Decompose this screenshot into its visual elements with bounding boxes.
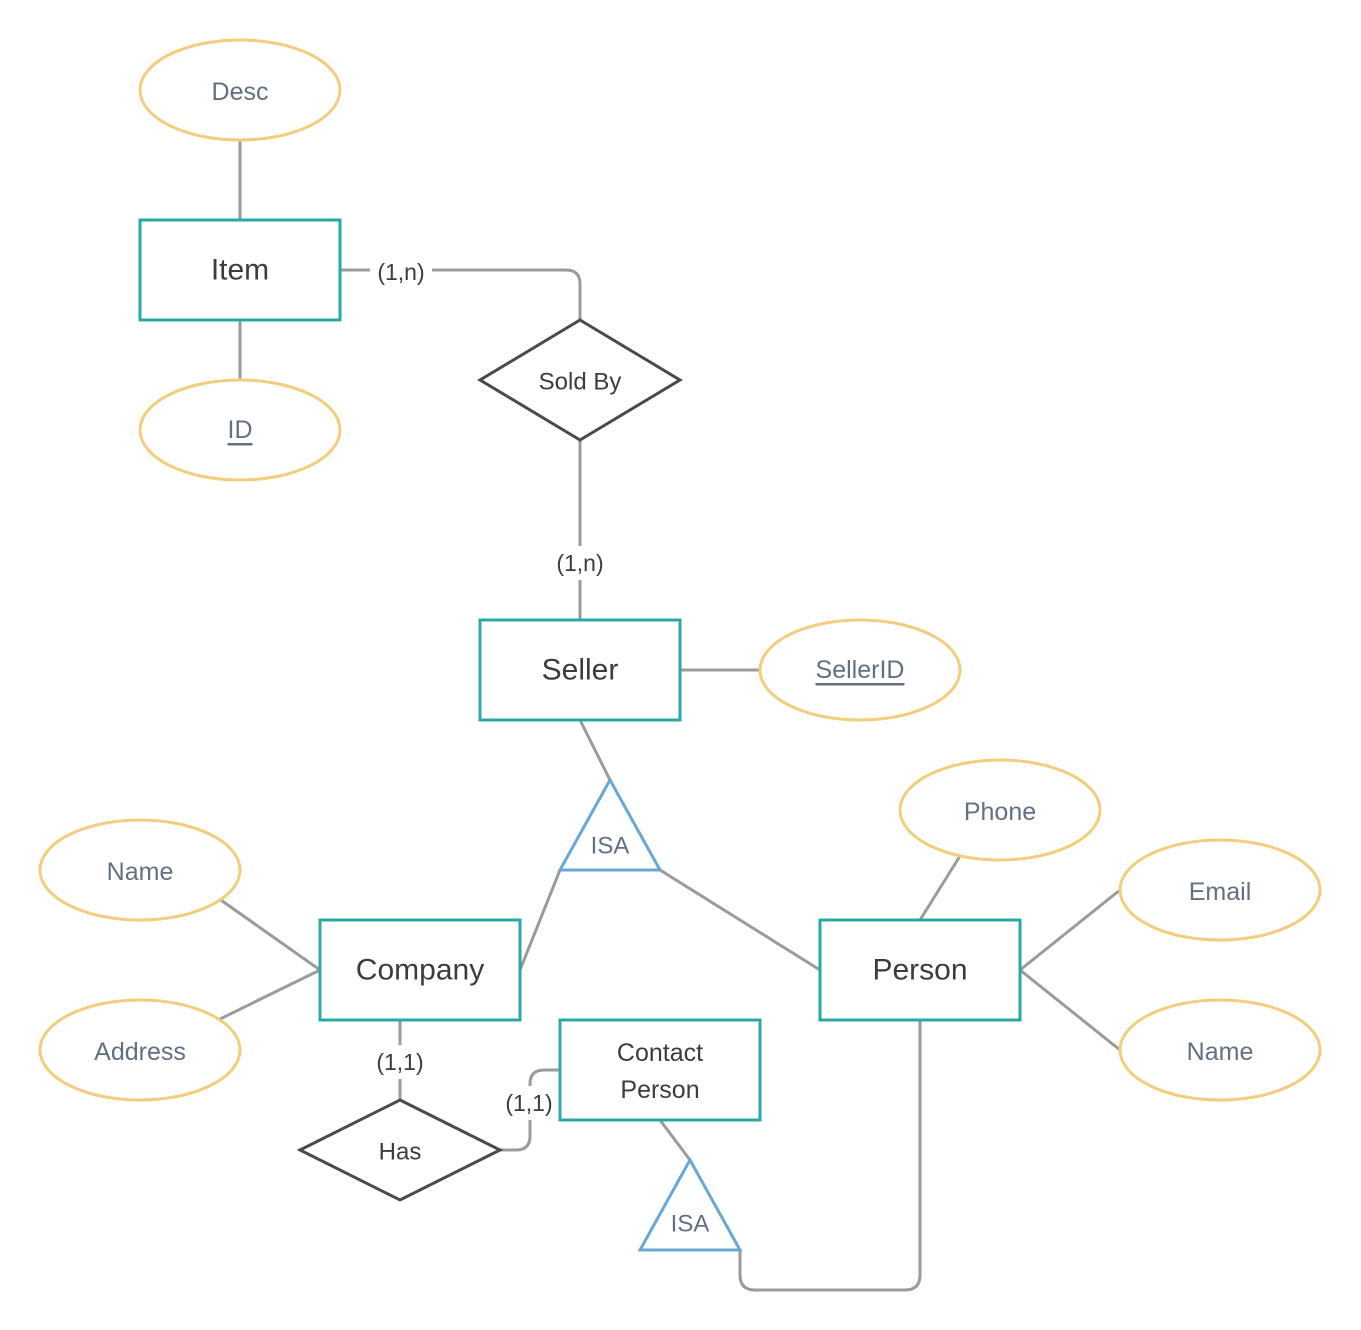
entity-person[interactable]: Person — [818, 918, 1022, 1022]
connector-person-email — [1018, 888, 1122, 972]
isa-contact-person-label: ISA — [671, 1211, 710, 1238]
attribute-person-name[interactable]: Name — [1118, 998, 1322, 1102]
cardinality-contact-has: (1,1) — [505, 1090, 552, 1116]
attribute-company-name-label: Name — [107, 858, 174, 886]
attribute-sellerid[interactable]: SellerID — [758, 618, 962, 722]
connector-item-soldby — [338, 268, 582, 322]
entity-seller[interactable]: Seller — [478, 618, 682, 722]
isa-seller[interactable]: ISA — [557, 776, 663, 872]
entity-item-label: Item — [211, 254, 269, 287]
entity-person-label: Person — [872, 954, 967, 987]
relationship-has[interactable]: Has — [296, 1098, 504, 1202]
attribute-person-name-label: Name — [1187, 1038, 1254, 1066]
connector-seller-isa — [578, 718, 612, 782]
attribute-desc-label: Desc — [212, 78, 269, 106]
connector-company-name — [216, 896, 322, 972]
connector-contact-isa — [658, 1118, 692, 1162]
attribute-sellerid-label: SellerID — [816, 656, 905, 684]
relationship-sold-by[interactable]: Sold By — [477, 318, 683, 442]
attribute-email[interactable]: Email — [1118, 838, 1322, 942]
relationship-sold-by-label: Sold By — [539, 369, 622, 396]
relationship-has-label: Has — [379, 1139, 422, 1166]
connector-isa-person-bottom — [738, 1018, 922, 1292]
connector-isa-company — [518, 868, 562, 972]
attribute-address-label: Address — [94, 1038, 186, 1066]
attribute-address[interactable]: Address — [38, 998, 242, 1102]
connector-person-name — [1018, 968, 1122, 1052]
entity-contact-person-label-line1: Contact — [617, 1039, 703, 1067]
isa-contact-person[interactable]: ISA — [637, 1156, 743, 1252]
attribute-company-name[interactable]: Name — [38, 818, 242, 922]
attribute-desc[interactable]: Desc — [138, 38, 342, 142]
isa-seller-label: ISA — [591, 833, 630, 860]
connector-isa-person — [658, 868, 822, 972]
attribute-id[interactable]: ID — [138, 378, 342, 482]
entity-seller-label: Seller — [542, 654, 619, 687]
entity-company[interactable]: Company — [318, 918, 522, 1022]
attribute-id-label: ID — [228, 416, 253, 444]
connector-person-phone — [918, 854, 962, 922]
connector-company-address — [216, 968, 322, 1022]
cardinality-seller-soldby: (1,n) — [556, 550, 603, 576]
attribute-phone[interactable]: Phone — [898, 758, 1102, 862]
cardinality-item-soldby: (1,n) — [377, 259, 424, 285]
attribute-phone-label: Phone — [964, 798, 1036, 826]
entity-company-label: Company — [356, 954, 484, 987]
entity-item[interactable]: Item — [138, 218, 342, 322]
entity-contact-person[interactable]: Contact Person — [558, 1018, 762, 1122]
cardinality-company-has: (1,1) — [376, 1049, 423, 1075]
cardinality-labels: (1,n) (1,n) (1,1) (1,1) — [369, 256, 611, 1120]
entity-contact-person-label-line2: Person — [620, 1076, 699, 1104]
attribute-email-label: Email — [1189, 878, 1252, 906]
